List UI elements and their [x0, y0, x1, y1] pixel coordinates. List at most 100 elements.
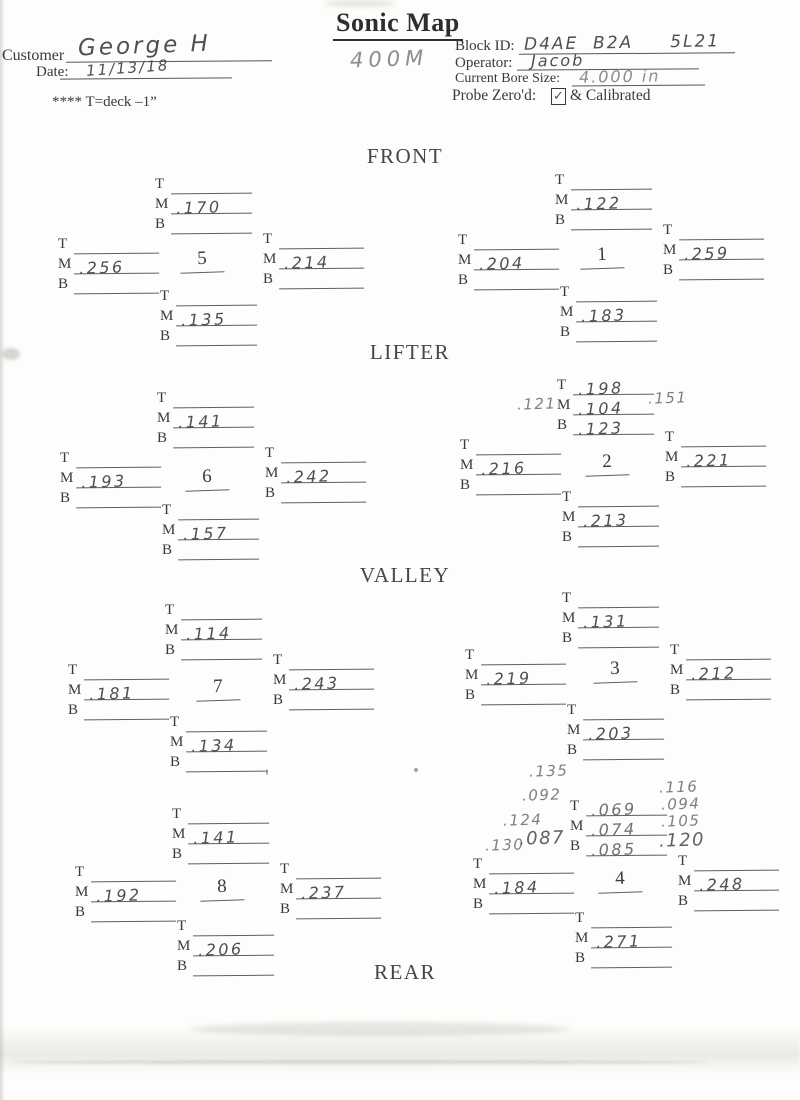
b-label: B [172, 846, 183, 862]
measure-line: .243 [288, 669, 375, 694]
measure-line [175, 285, 258, 307]
m-label: M [265, 465, 279, 481]
cylinder-1-bottom-block: T M.183 B [560, 281, 658, 343]
cylinder-8-right-block: T M.237 B [280, 858, 382, 920]
cylinder-5-right-block: T M.214 B [263, 228, 365, 290]
b-label: B [60, 490, 71, 506]
m-label: M [162, 522, 176, 538]
date-label: Date: [36, 64, 69, 80]
measure-line [582, 739, 665, 761]
t-label: T [177, 918, 187, 934]
b-label: B [273, 692, 284, 708]
customer-value: George H [77, 30, 212, 62]
bore-size-value: 4.000 in [578, 66, 661, 87]
measure-line [577, 526, 660, 548]
m-label: M [75, 884, 89, 900]
measure-line [278, 268, 365, 290]
cylinder-2-number: 2 [584, 450, 630, 477]
t-label: T [280, 861, 290, 877]
measure-line: .206 [192, 935, 275, 960]
m-label: M [670, 662, 684, 678]
scan-artifact [0, 1026, 800, 1074]
operator-label: Operator: [455, 55, 513, 71]
m-label: M [458, 252, 472, 268]
measure-line: .219 [480, 664, 567, 689]
cylinder-7-bottom-block: T M.134 B [170, 711, 268, 773]
measure-value: .085 [590, 839, 637, 860]
measure-line: .213 [577, 506, 660, 531]
deck-note: **** T=deck –1” [52, 94, 157, 110]
measure-line: .123 [572, 414, 655, 439]
m-label: M [562, 509, 576, 525]
measure-line: .248 [693, 870, 780, 895]
measure-line [473, 269, 560, 291]
checkmark-icon: ✓ [553, 89, 564, 104]
t-label: T [273, 652, 283, 668]
cylinder-5-bottom-block: T M.135 B [160, 285, 258, 347]
measure-line [488, 853, 575, 875]
b-label: B [170, 754, 181, 770]
annotation: .121 [516, 394, 557, 414]
measure-line [577, 627, 660, 649]
measure-line: .134 [185, 731, 268, 756]
cylinder-7-left-block: T M.181 B [68, 659, 170, 721]
measure-line: .204 [473, 249, 560, 274]
b-label: B [570, 838, 581, 854]
cylinder-1-right-block: T M.259 B [663, 219, 765, 281]
cylinder-7-number: 7 [195, 675, 241, 702]
measure-line: .203 [582, 719, 665, 744]
t-label: T [172, 806, 182, 822]
t-label: T [155, 176, 165, 192]
t-label: T [562, 590, 572, 606]
measure-line [170, 213, 253, 235]
m-label: M [575, 930, 589, 946]
m-label: M [570, 818, 584, 834]
b-label: B [465, 687, 476, 703]
b-label: B [678, 893, 689, 909]
b-label: B [162, 542, 173, 558]
measure-line [693, 850, 780, 872]
b-label: B [557, 417, 568, 433]
measure-line [680, 426, 767, 448]
measure-line [488, 893, 575, 915]
measure-line: .192 [90, 881, 177, 906]
measure-line: .193 [75, 467, 162, 492]
cylinder-5-cluster: T M.170 B T M.256 B 5 T M.214 B T M.135 … [58, 173, 365, 350]
measure-line [685, 679, 772, 701]
cylinder-4-number: 4 [597, 867, 643, 894]
t-label: T [567, 702, 577, 718]
m-label: M [177, 938, 191, 954]
b-label: B [575, 950, 586, 966]
annotation: .092 [521, 785, 562, 805]
measure-line: .170 [170, 193, 253, 218]
cylinder-2-left-block: T M.216 B [460, 434, 562, 496]
b-label: B [665, 469, 676, 485]
t-label: T [157, 390, 167, 406]
t-label: T [473, 856, 483, 872]
measure-line: .114 [180, 619, 263, 644]
measure-line: .074 [585, 815, 668, 840]
measure-line [172, 427, 255, 449]
measure-line [192, 915, 275, 937]
measure-line [280, 442, 367, 464]
measure-line: .214 [278, 248, 365, 273]
page-title: Sonic Map [333, 8, 463, 41]
b-label: B [562, 630, 573, 646]
measure-line [473, 229, 560, 251]
cylinder-5-top-block: T M.170 B [155, 173, 253, 235]
cylinder-1-top-block: T M.122 B [555, 169, 653, 231]
m-label: M [678, 873, 692, 889]
cylinder-8-bottom-block: T M.206 B [177, 915, 275, 977]
t-label: T [555, 172, 565, 188]
m-label: M [460, 457, 474, 473]
measure-line [75, 487, 162, 509]
scan-artifact [10, 1060, 710, 1064]
t-label: T [170, 714, 180, 730]
measure-line [185, 711, 268, 733]
cylinder-3-bottom-block: T M.203 B [567, 699, 665, 761]
t-label: T [68, 662, 78, 678]
m-label: M [58, 256, 72, 272]
t-label: T [465, 647, 475, 663]
measure-line [480, 684, 567, 706]
m-label: M [473, 876, 487, 892]
